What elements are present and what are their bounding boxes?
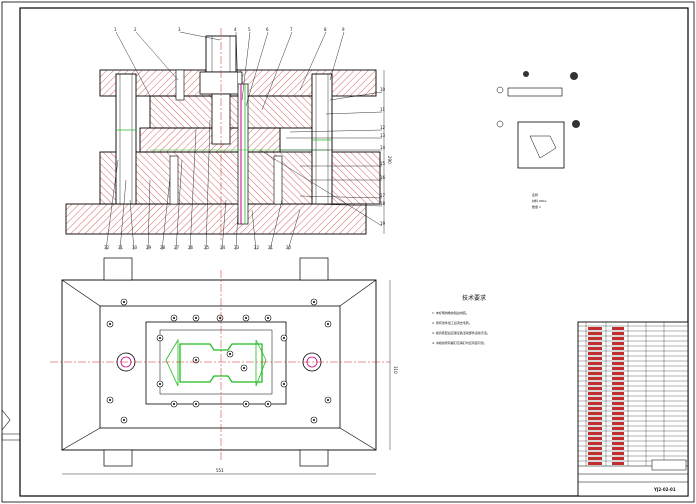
part-number-label-22: 23 xyxy=(234,245,240,250)
plan-view: 551 310 xyxy=(50,257,398,475)
part-number-label-14: 15 xyxy=(380,161,386,166)
dim-height-top: 290 xyxy=(387,156,392,164)
part-number-label-29: 30 xyxy=(132,245,138,250)
part-number-label-6: 7 xyxy=(290,27,293,32)
trim-box xyxy=(1,433,21,441)
part-number-label-0: 1 xyxy=(114,27,117,32)
part-number-label-17: 18 xyxy=(380,201,386,206)
part-number-label-13: 14 xyxy=(380,145,386,150)
part-number-label-3: 4 xyxy=(234,27,237,32)
part-line-3: 数量 1 xyxy=(532,204,541,209)
screw-holes xyxy=(106,298,332,424)
part-number-label-10: 11 xyxy=(380,107,386,112)
part-number-label-20: 21 xyxy=(268,245,274,250)
stripper-plate xyxy=(139,127,281,153)
parts-list: YJ2-02-01 xyxy=(577,321,689,497)
drawing-number: YJ2-02-01 xyxy=(653,487,676,492)
part-number-label-24: 25 xyxy=(204,245,210,250)
part-number-label-5: 6 xyxy=(266,27,269,32)
technical-requirements: 技术要求 1. 未标明倒角的锐边倒钝。 2. 所有零件加工后须去毛刺。 3. 模… xyxy=(432,294,490,345)
inner-frame xyxy=(19,7,689,497)
part-number-label-28: 29 xyxy=(146,245,152,250)
part-drawing: 名称 材料 08AL 数量 1 xyxy=(496,71,580,209)
part-number-label-19: 20 xyxy=(286,245,292,250)
part-number-label-7: 8 xyxy=(324,27,327,32)
tech-item-2: 2. 所有零件加工后须去毛刺。 xyxy=(432,320,472,325)
part-number-label-25: 26 xyxy=(188,245,194,250)
dim-width-plan: 551 xyxy=(216,468,224,473)
part-line-1: 名称 xyxy=(532,192,538,197)
part-number-label-21: 22 xyxy=(254,245,260,250)
guide-post-left xyxy=(115,73,137,205)
center-pin xyxy=(237,83,249,225)
part-number-label-4: 5 xyxy=(248,27,251,32)
part-number-label-16: 17 xyxy=(380,193,386,198)
part-number-label-23: 24 xyxy=(220,245,226,250)
part-number-label-31: 32 xyxy=(104,245,110,250)
part-number-label-11: 12 xyxy=(380,125,386,130)
dim-height-plan: 310 xyxy=(393,366,398,374)
tech-title: 技术要求 xyxy=(462,294,486,302)
part-line-2: 材料 08AL xyxy=(532,198,547,203)
part-number-label-15: 16 xyxy=(380,175,386,180)
part-number-label-18: 19 xyxy=(380,221,386,226)
workpiece-outline xyxy=(179,343,263,383)
part-number-label-8: 9 xyxy=(342,27,345,32)
part-number-label-1: 2 xyxy=(134,27,137,32)
part-number-label-27: 28 xyxy=(160,245,166,250)
part-number-label-26: 27 xyxy=(174,245,180,250)
tech-item-3: 3. 模具装配后应保证各活动部件运动灵活。 xyxy=(432,330,490,335)
trim-mark xyxy=(1,409,11,431)
tech-item-1: 1. 未标明倒角的锐边倒钝。 xyxy=(432,310,469,315)
lower-die-base xyxy=(65,203,367,235)
part-number-label-9: 10 xyxy=(380,87,386,92)
guide-post-right xyxy=(311,73,333,205)
part-number-label-30: 31 xyxy=(118,245,124,250)
part-number-label-12: 13 xyxy=(380,133,386,138)
tech-item-4: 4. 冲模的所有螺钉及销钉均应紧固可靠。 xyxy=(432,340,487,345)
part-number-label-2: 3 xyxy=(178,27,181,32)
